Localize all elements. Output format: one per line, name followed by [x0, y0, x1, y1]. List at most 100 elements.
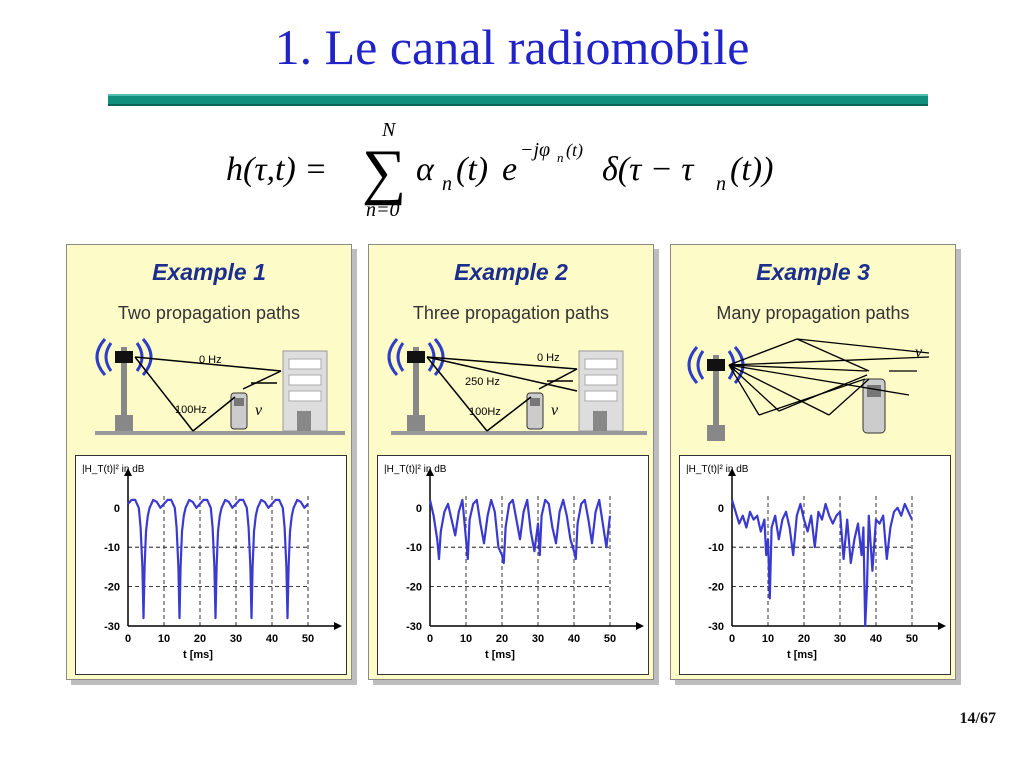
antenna-mast [121, 347, 127, 431]
x-tick-label: 50 [906, 633, 918, 645]
series-line [730, 499, 913, 628]
antenna-mast [413, 347, 419, 431]
x-tick-label: 40 [870, 633, 882, 645]
y-tick-label: -20 [406, 582, 422, 594]
y-axis-arrow [124, 468, 132, 476]
example-subtitle: Many propagation paths [716, 303, 910, 323]
page-number: 14/67 [959, 710, 996, 727]
y-axis-arrow [426, 468, 434, 476]
velocity-label: v [255, 402, 263, 419]
propagation-paths [134, 356, 282, 432]
mobile-phone-icon [230, 392, 248, 430]
formula-tail: (t)) [730, 151, 773, 188]
channel-response-plot-2: |H_T(t)|² in dB 0 -10 -20 -30 0 10 20 30 40 50 t [m… [377, 455, 649, 675]
x-axis-label: t [ms] [183, 649, 213, 661]
antenna-mast [713, 355, 719, 435]
y-tick-label: -20 [708, 582, 724, 594]
series-line [428, 498, 612, 565]
x-tick-label: 0 [729, 633, 735, 645]
y-tick-label: -10 [104, 542, 120, 554]
x-tick-label: 40 [568, 633, 580, 645]
y-tick-label: -30 [104, 621, 120, 633]
example-panel-2: Example 2 Three propagation paths [368, 244, 654, 680]
series-line [127, 498, 309, 620]
y-tick-label: 0 [718, 503, 724, 515]
channel-response-plot-1: |H_T(t)|² in dB 0 -10 -20 -30 0 10 20 30 40 50 t [m… [75, 455, 347, 675]
building-icon [282, 350, 328, 432]
y-tick-label: -30 [406, 621, 422, 633]
path-label: 100Hz [175, 404, 207, 416]
y-tick-label: -20 [104, 582, 120, 594]
propagation-scene: 0 Hz 250 Hz 100Hz v [387, 338, 647, 435]
velocity-label: v [915, 344, 923, 361]
slide-title: 1. Le canal radiomobile [274, 19, 750, 75]
y-tick-label: -30 [708, 621, 724, 633]
example-subtitle: Three propagation paths [412, 303, 610, 323]
x-tick-label: 0 [125, 633, 131, 645]
formula-exponent-tail: (t) [566, 140, 583, 161]
propagation-paths [426, 356, 578, 432]
example-title: Example 3 [756, 259, 870, 285]
formula-tau-sub: n [716, 173, 726, 195]
chart-2: |H_T(t)|² in dB 0 -10 -20 -30 0 10 20 30 40 50 t [m… [686, 464, 946, 661]
x-axis-label: t [ms] [485, 649, 515, 661]
example-subtitle: Two propagation paths [117, 303, 301, 323]
mobile-phone-icon [862, 378, 886, 434]
x-axis-arrow [334, 622, 342, 630]
example-title: Example 2 [454, 259, 568, 285]
y-axis-arrow [728, 468, 736, 476]
path-label: 100Hz [469, 406, 501, 418]
formula-exponent-sub: n [557, 150, 564, 165]
chart-1: |H_T(t)|² in dB 0 -10 -20 -30 0 10 20 30 40 50 t [m… [384, 464, 644, 661]
x-axis-label: t [ms] [787, 649, 817, 661]
y-axis-label: |H_T(t)|² in dB [686, 464, 749, 475]
x-axis-arrow [938, 622, 946, 630]
formula-alpha-arg: (t) [456, 151, 488, 188]
formula-sum-symbol: ∑ [362, 138, 406, 206]
path-label: 0 Hz [199, 354, 222, 366]
path-label: 250 Hz [465, 376, 500, 388]
channel-impulse-response-formula: h(τ,t) = N ∑ n=0 α n (t) e −jφ n (t) δ(τ… [226, 120, 773, 220]
x-tick-label: 10 [158, 633, 170, 645]
formula-sum-lower: n=0 [366, 199, 400, 220]
chart-0: |H_T(t)|² in dB 0 -10 -20 -30 0 10 20 30 40 50 t [m… [82, 464, 342, 661]
x-tick-label: 30 [532, 633, 544, 645]
example-panel-3: Example 3 Many propagation paths v |H_T(… [670, 244, 956, 680]
x-axis-arrow [636, 622, 644, 630]
formula-exponent: −jφ [520, 139, 550, 161]
formula-delta: δ(τ − τ [602, 151, 695, 188]
path-label: 0 Hz [537, 352, 560, 364]
y-tick-label: -10 [708, 542, 724, 554]
example-panel-1: Example 1 Two propagation paths 0 [66, 244, 352, 680]
formula-alpha: α [416, 151, 435, 188]
x-tick-label: 20 [496, 633, 508, 645]
x-tick-label: 10 [460, 633, 472, 645]
y-axis-label: |H_T(t)|² in dB [82, 464, 145, 475]
formula-lhs: h(τ,t) = [226, 151, 327, 188]
building-icon [578, 350, 624, 432]
x-tick-label: 20 [798, 633, 810, 645]
formula-sum-upper: N [381, 120, 397, 141]
title-divider [108, 94, 928, 106]
x-tick-label: 50 [604, 633, 616, 645]
y-tick-label: 0 [416, 503, 422, 515]
y-tick-label: 0 [114, 503, 120, 515]
y-tick-label: -10 [406, 542, 422, 554]
formula-exp-base: e [502, 151, 517, 188]
x-tick-label: 30 [230, 633, 242, 645]
propagation-scene: 0 Hz 100Hz v [95, 338, 345, 435]
y-axis-label: |H_T(t)|² in dB [384, 464, 447, 475]
propagation-paths [728, 338, 930, 416]
channel-response-plot-3: |H_T(t)|² in dB 0 -10 -20 -30 0 10 20 30 40 50 t [m… [679, 455, 951, 675]
x-tick-label: 30 [834, 633, 846, 645]
mobile-phone-icon [526, 392, 544, 430]
propagation-scene: v [687, 338, 930, 441]
x-tick-label: 50 [302, 633, 314, 645]
example-title: Example 1 [152, 259, 266, 285]
x-tick-label: 20 [194, 633, 206, 645]
formula-alpha-sub: n [442, 173, 452, 195]
x-tick-label: 40 [266, 633, 278, 645]
x-tick-label: 10 [762, 633, 774, 645]
x-tick-label: 0 [427, 633, 433, 645]
velocity-label: v [551, 402, 559, 419]
